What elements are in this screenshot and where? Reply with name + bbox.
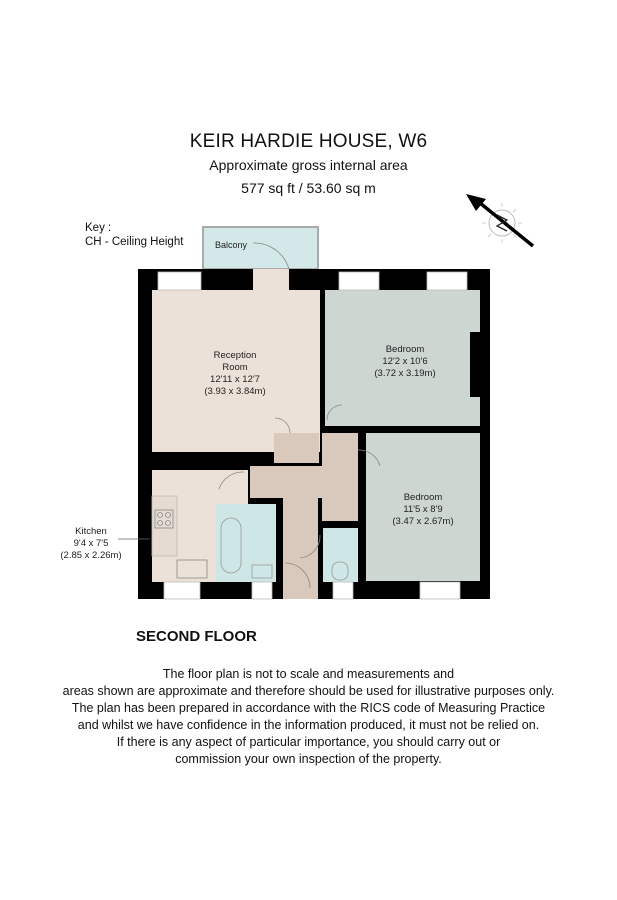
bedroom-2-label: Bedroom 11'5 x 8'9 (3.47 x 2.67m) [368, 492, 478, 528]
key-heading: Key : [85, 222, 112, 234]
key-item-ceiling-height: CH - Ceiling Height [85, 236, 184, 248]
disclaimer-line: and whilst we have confidence in the inf… [77, 718, 540, 732]
reception-room-label: Reception Room 12'11 x 12'7 (3.93 x 3.84… [180, 350, 290, 398]
disclaimer-line: The plan has been prepared in accordance… [71, 701, 546, 715]
room-name: Bedroom [385, 344, 425, 355]
key-legend: Key : CH - Ceiling Height [85, 221, 183, 249]
disclaimer-line: The floor plan is not to scale and measu… [162, 667, 455, 681]
room-dimensions-metric: (3.72 x 3.19m) [374, 368, 436, 379]
hall-floor [274, 433, 319, 463]
room-dimensions-imperial: 9'4 x 7'5 [73, 538, 109, 549]
room-name-line2: Room [222, 362, 248, 373]
area-subtitle: Approximate gross internal area [209, 157, 408, 173]
kitchen-label: Kitchen 9'4 x 7'5 (2.85 x 2.26m) [55, 526, 127, 562]
bedroom-1-label: Bedroom 12'2 x 10'6 (3.72 x 3.19m) [350, 344, 460, 380]
gross-area: 577 sq ft / 53.60 sq m [241, 180, 376, 196]
bath-tub-icon [220, 517, 242, 574]
room-name: Kitchen [75, 526, 107, 537]
room-name: Bedroom [403, 492, 443, 503]
room-dimensions-imperial: 12'11 x 12'7 [210, 374, 260, 385]
disclaimer-line: commission your own inspection of the pr… [175, 752, 442, 766]
room-dimensions-metric: (2.85 x 2.26m) [60, 550, 122, 561]
room-dimensions-imperial: 11'5 x 8'9 [403, 504, 443, 515]
balcony-label: Balcony [215, 240, 248, 250]
room-name: Reception [213, 350, 257, 361]
door-swings [218, 242, 381, 589]
property-title: KEIR HARDIE HOUSE, W6 [189, 131, 428, 152]
floor-label: SECOND FLOOR [136, 628, 257, 645]
bedroom-1-floor [325, 290, 480, 426]
disclaimer-line: If there is any aspect of particular imp… [116, 735, 501, 749]
sink-icon [176, 559, 208, 579]
room-dimensions-metric: (3.47 x 2.67m) [392, 516, 454, 527]
bedroom-2-floor [366, 433, 480, 581]
room-dimensions-imperial: 12'2 x 10'6 [382, 356, 428, 367]
wc-floor [323, 528, 358, 582]
toilet-icon [331, 561, 349, 581]
reception-floor [152, 290, 320, 452]
room-dimensions-metric: (3.93 x 3.84m) [204, 386, 266, 397]
bathroom-floor [216, 504, 276, 582]
windows [157, 271, 468, 600]
balcony-area [202, 226, 319, 270]
basin-icon [251, 564, 273, 579]
disclaimer-line: areas shown are approximate and therefor… [62, 684, 555, 698]
disclaimer: The floor plan is not to scale and measu… [0, 666, 617, 768]
hob-icon [154, 509, 174, 529]
